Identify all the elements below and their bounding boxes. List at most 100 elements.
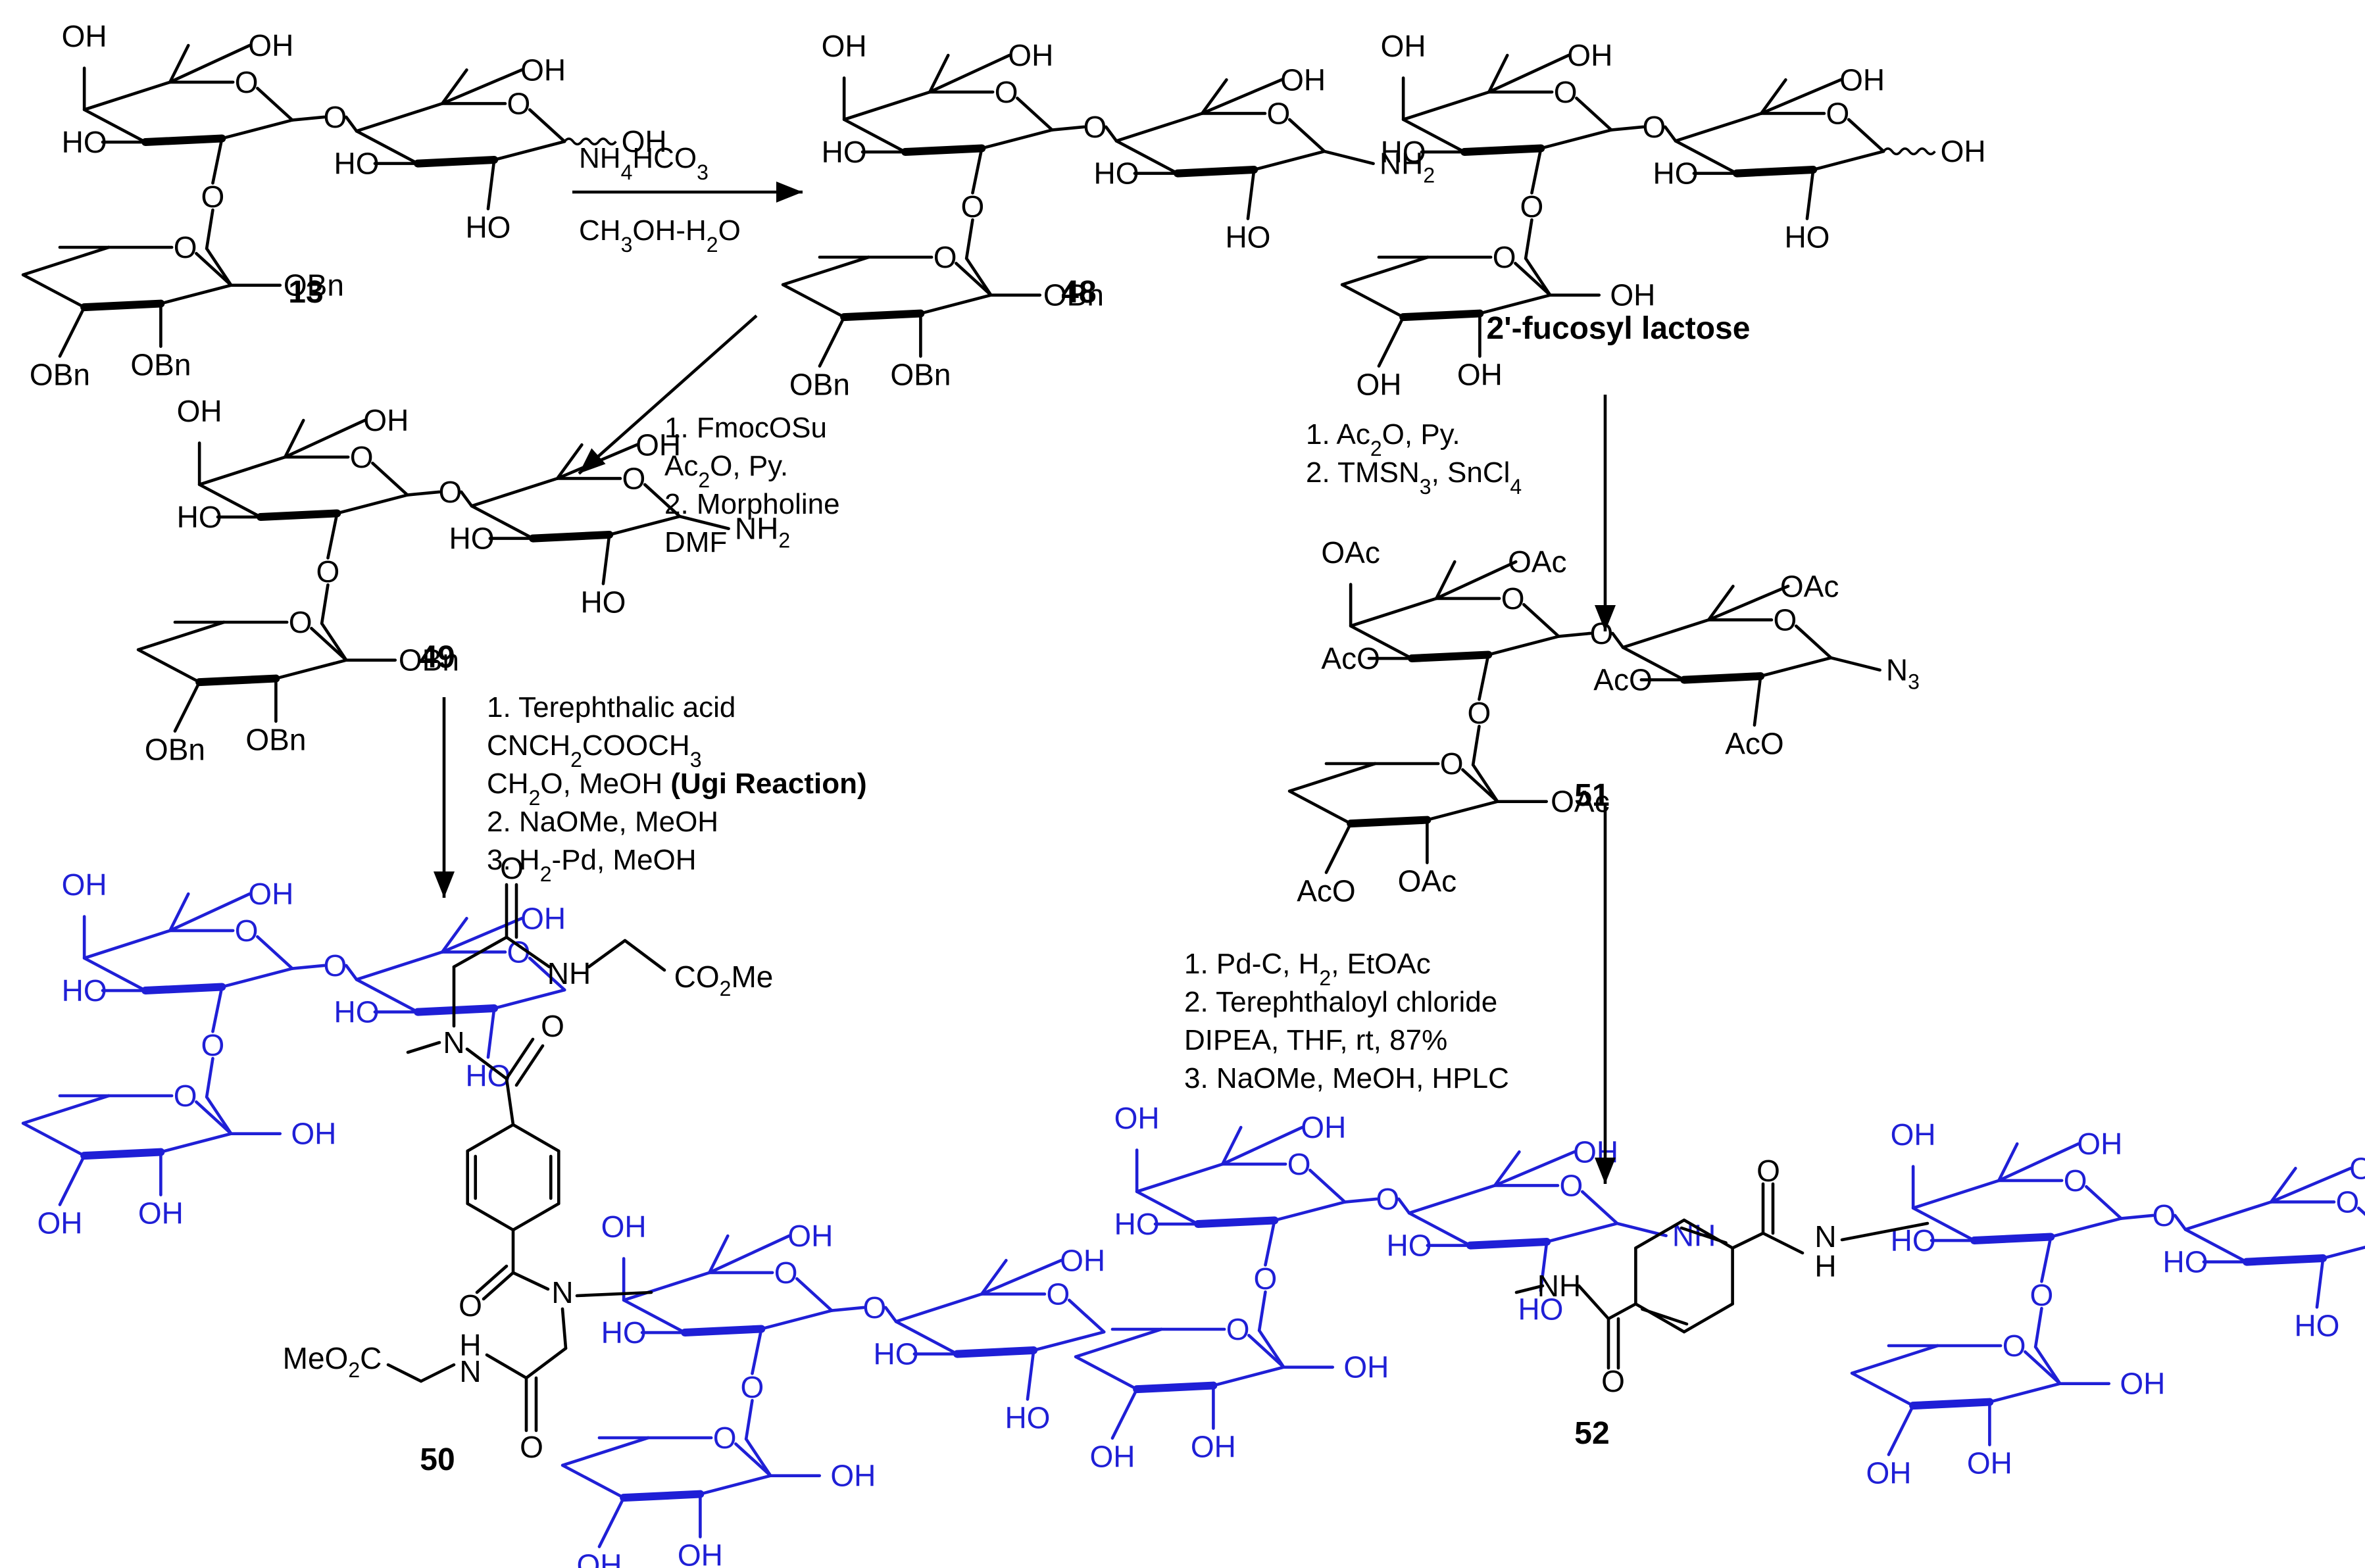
glycosidic-oxygen: O — [201, 1028, 225, 1062]
amide-h: H — [459, 1328, 481, 1362]
compound-number-51: 51 — [1574, 778, 1609, 813]
substituent-OBn: OBn — [890, 358, 951, 392]
substituent-HO: HO — [1225, 220, 1270, 254]
ring-oxygen: O — [774, 1256, 798, 1290]
substituent-OH: OH — [177, 394, 222, 428]
condition-line: 2. TMSN3, SnCl4 — [1306, 456, 1522, 499]
compound-number-48: 48 — [1061, 275, 1096, 310]
substituent-HO: HO — [1653, 157, 1699, 191]
substituent-OAc: OAc — [1508, 545, 1566, 579]
carbonyl-oxygen: O — [520, 1430, 543, 1464]
substituent-OH: OH — [1089, 1439, 1135, 1473]
condition-line: DMF — [664, 526, 727, 558]
carbonyl-oxygen: O — [541, 1009, 564, 1043]
condition-line: 2. NaOMe, MeOH — [487, 806, 718, 838]
amide-nh: NH — [547, 956, 591, 991]
ring-oxygen: O — [1287, 1147, 1311, 1181]
substituent-OH: OH — [1610, 278, 1655, 312]
substituent-OH: OH — [1839, 62, 1885, 97]
anomeric-substituent: NH2 — [1380, 147, 1435, 187]
substituent-HO: HO — [62, 125, 107, 159]
glycosidic-oxygen: O — [201, 180, 225, 214]
substituent-OBn: OBn — [30, 357, 90, 391]
ring-oxygen: O — [350, 440, 374, 474]
substituent-OBn: OBn — [789, 367, 850, 401]
anomeric-substituent: N3 — [1886, 653, 1920, 694]
substituent-HO: HO — [62, 973, 107, 1008]
amide-nitrogen: N — [551, 1275, 573, 1310]
substituent-AcO: AcO — [1725, 726, 1783, 760]
substituent-OH: OH — [1060, 1243, 1105, 1277]
ring-oxygen: O — [174, 230, 197, 264]
ring-oxygen: O — [1440, 747, 1464, 781]
substituent-OH: OH — [291, 1117, 336, 1151]
condition-line: 2. Terephthaloyl chloride — [1184, 986, 1497, 1018]
glycosidic-oxygen: O — [324, 948, 347, 983]
substituent-OH: OH — [1381, 29, 1426, 63]
ring-oxygen: O — [2336, 1185, 2360, 1219]
ring-oxygen: O — [1047, 1277, 1070, 1311]
substituent-OBn: OBn — [130, 348, 191, 382]
ring-oxygen: O — [1774, 602, 1797, 637]
substituent-OH: OH — [37, 1206, 82, 1240]
substituent-OH: OH — [1457, 358, 1503, 392]
substituent-OH: OH — [1567, 38, 1612, 72]
substituent-OBn: OBn — [1043, 278, 1104, 312]
glycosidic-oxygen: O — [1254, 1262, 1278, 1296]
ring-oxygen: O — [934, 240, 957, 274]
condition-line: 1. Ac2O, Py. — [1306, 418, 1460, 460]
reaction-arrows — [434, 182, 1616, 1184]
glycosidic-oxygen: O — [1376, 1182, 1400, 1216]
substituent-OH: OH — [1280, 62, 1326, 97]
substituent-OH: OH — [576, 1548, 622, 1568]
substituent-HO: HO — [822, 135, 867, 169]
substituent-HO: HO — [1784, 220, 1830, 254]
substituent-OH: OH — [1191, 1430, 1236, 1464]
ring-oxygen: O — [235, 65, 259, 99]
compound-number-52: 52 — [1574, 1416, 1609, 1451]
condition-line: 1. Pd-C, H2, EtOAc — [1184, 948, 1431, 990]
condition-line: CNCH2COOCH3 — [487, 729, 701, 772]
substituent-OH: OH — [363, 403, 409, 437]
ring-oxygen: O — [622, 461, 646, 495]
ring-oxygen: O — [1493, 240, 1516, 274]
anomeric-oh: OH — [622, 124, 667, 159]
substituent-OAc: OAc — [1398, 864, 1456, 898]
substituent-HO: HO — [1114, 1207, 1160, 1241]
substituent-HO: HO — [2294, 1308, 2339, 1342]
substituent-HO: HO — [465, 210, 510, 244]
substituent-OAc: OAc — [1780, 569, 1839, 603]
arrow-48-to-49 — [578, 314, 758, 475]
ring-oxygen: O — [1560, 1168, 1583, 1202]
substituent-HO: HO — [334, 995, 380, 1029]
substituent-OH: OH — [1008, 38, 1053, 72]
condition-reagent: NH4HCO3 — [579, 142, 709, 184]
substituent-OH: OH — [2349, 1151, 2365, 1185]
glycosidic-oxygen: O — [316, 554, 340, 589]
substituent-OH: OH — [830, 1459, 876, 1493]
substituent-OBn: OBn — [145, 732, 205, 766]
substituent-OH: OH — [787, 1219, 833, 1253]
condition-line: 1. FmocOSu — [664, 412, 827, 444]
substituent-OH: OH — [520, 53, 566, 87]
substituent-OH: OH — [2077, 1127, 2122, 1161]
substituent-HO: HO — [601, 1315, 647, 1350]
substituent-OH: OH — [1967, 1446, 2012, 1481]
compound-number-50: 50 — [420, 1442, 455, 1477]
substituent-OBn: OBn — [245, 723, 306, 757]
substituent-AcO: AcO — [1593, 663, 1652, 697]
anomeric-oh: OH — [1941, 134, 1986, 168]
ring-oxygen: O — [1226, 1312, 1250, 1346]
glycosidic-oxygen: O — [1083, 110, 1107, 144]
arrow-51-to-52 — [1595, 806, 1616, 1184]
